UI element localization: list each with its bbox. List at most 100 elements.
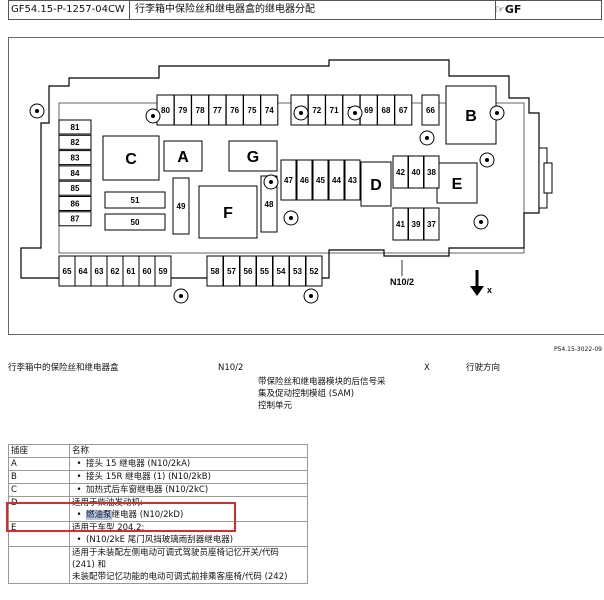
fuse-43-box <box>344 159 361 201</box>
mounting-hole-4-center <box>151 114 155 118</box>
fuse-84-label: 84 <box>71 169 80 178</box>
table-row: B •接头 15R 继电器 (1) (N10/2kB) <box>8 470 308 484</box>
fuse-84-box <box>58 165 92 181</box>
legend-description: 带保险丝和继电器模块的后信号采集及促动控制模组 (SAM)控制单元 <box>258 377 386 411</box>
fuse-82-box <box>58 134 92 150</box>
relay-D-box <box>360 161 392 207</box>
fuse-46-label: 46 <box>300 176 309 185</box>
fuse-87-label: 87 <box>71 215 80 224</box>
fuse-57-label: 57 <box>227 267 236 276</box>
fuse-44-box <box>328 159 345 201</box>
fuse-74-label: 74 <box>265 106 274 115</box>
table-header-socket: 插座 <box>8 444 70 458</box>
fuse-67-box <box>394 94 413 126</box>
fuse-75-label: 75 <box>248 106 257 115</box>
relay-C-label: C <box>125 151 137 168</box>
fuse-80-label: 80 <box>161 106 170 115</box>
doc-tag: ☞GF <box>495 3 522 16</box>
fuse-72-label: 72 <box>312 106 321 115</box>
fuse-66-box <box>421 94 440 126</box>
fuse-74-box <box>260 94 279 126</box>
fuse-45-label: 45 <box>316 176 325 185</box>
relay-A-label: A <box>177 149 189 166</box>
fuse-54-label: 54 <box>277 267 286 276</box>
pointing-hand-icon: ☞ <box>495 3 505 16</box>
relay-F-label: F <box>223 205 233 222</box>
fuse-38-label: 38 <box>427 168 436 177</box>
relay-G-box <box>228 140 278 172</box>
mounting-hole-9-center <box>479 220 483 224</box>
fuse-85-label: 85 <box>71 184 80 193</box>
fuse-71-label: 71 <box>330 106 339 115</box>
direction-arrow-head <box>470 286 484 296</box>
relay-F-box <box>198 185 258 239</box>
side-notch-2 <box>543 162 553 194</box>
doc-id: GF54.15-P-1257-04CW <box>9 1 130 19</box>
table-header-name: 名称 <box>69 444 308 458</box>
fuse-37-label: 37 <box>427 220 436 229</box>
mounting-hole-1-center <box>299 111 303 115</box>
legend-x-description: 行驶方向 <box>466 363 501 373</box>
fuse-58-label: 58 <box>211 267 220 276</box>
fuse-61-label: 61 <box>127 267 136 276</box>
fuse-47-box <box>280 159 297 201</box>
fuse-79-label: 79 <box>178 106 187 115</box>
fuse-81-box <box>58 119 92 135</box>
fuse-62-label: 62 <box>111 267 120 276</box>
legend-code: N10/2 <box>218 363 244 373</box>
fuse-65-label: 65 <box>63 267 72 276</box>
mounting-hole-2-center <box>353 111 357 115</box>
relay-table: 插座 名称 A •接头 15 继电器 (N10/2kA) B •接头 15R 继… <box>8 444 308 584</box>
mounting-hole-7-center <box>289 216 293 220</box>
mounting-hole-8-center <box>485 158 489 162</box>
table-row: E 适用于车型 204.2: •(N10/2kE 尾门风挡玻璃雨刮器继电器) <box>8 521 308 547</box>
table-row: A •接头 15 继电器 (N10/2kA) <box>8 457 308 471</box>
direction-label: x <box>487 285 492 295</box>
fuse-59-label: 59 <box>159 267 168 276</box>
fuse-43-label: 43 <box>348 176 357 185</box>
mounting-hole-5-center <box>425 136 429 140</box>
figure-id: P54.15-3022-09 <box>553 346 602 353</box>
fuse-86-box <box>58 196 92 211</box>
fuse-41-label: 41 <box>396 220 405 229</box>
document-header: GF54.15-P-1257-04CW 行李箱中保险丝和继电器盒的继电器分配 ☞… <box>8 0 602 20</box>
fuse-68-label: 68 <box>382 106 391 115</box>
fuse-42-label: 42 <box>396 168 405 177</box>
fuse-82-label: 82 <box>71 138 80 147</box>
fuse-69-label: 69 <box>364 106 373 115</box>
relay-A-box <box>163 140 203 172</box>
fuse-39-label: 39 <box>412 220 421 229</box>
relay-E-label: E <box>452 176 463 193</box>
doc-title: 行李箱中保险丝和继电器盒的继电器分配 <box>130 1 496 19</box>
legend-x: X <box>424 363 430 373</box>
fuse-53-label: 53 <box>293 267 302 276</box>
fuse-77-label: 77 <box>213 106 222 115</box>
relay-G-label: G <box>247 149 259 166</box>
fuse-76-label: 76 <box>230 106 239 115</box>
fuse-51-box <box>104 191 166 209</box>
fuse-48-label: 48 <box>265 200 274 209</box>
fuse-86-label: 86 <box>71 199 80 208</box>
legend-item: 行李箱中的保险丝和继电器盒 <box>8 363 119 373</box>
fuse-87-box <box>58 211 92 227</box>
fuse-49-box <box>172 177 190 235</box>
fuse-63-label: 63 <box>95 267 104 276</box>
relay-E-box <box>436 162 478 204</box>
table-header-row: 插座 名称 <box>8 444 308 458</box>
mounting-hole-10-center <box>309 294 313 298</box>
connector-label: N10/2 <box>390 277 414 287</box>
fuse-81-label: 81 <box>71 123 80 132</box>
fuse-44-label: 44 <box>332 176 341 185</box>
fuse-55-label: 55 <box>260 267 269 276</box>
mounting-hole-6-center <box>269 180 273 184</box>
fuse-78-label: 78 <box>196 106 205 115</box>
highlight-box <box>6 502 236 532</box>
highlighted-text: 燃油泵 <box>86 510 112 520</box>
fuse-45-box <box>312 159 329 201</box>
fuse-83-box <box>58 150 92 166</box>
fuse-83-label: 83 <box>71 153 80 162</box>
mounting-hole-3-center <box>495 111 499 115</box>
mounting-hole-0-center <box>35 109 39 113</box>
fuse-85-box <box>58 180 92 196</box>
table-row: C •加热式后车窗继电器 (N10/2kC) <box>8 483 308 497</box>
